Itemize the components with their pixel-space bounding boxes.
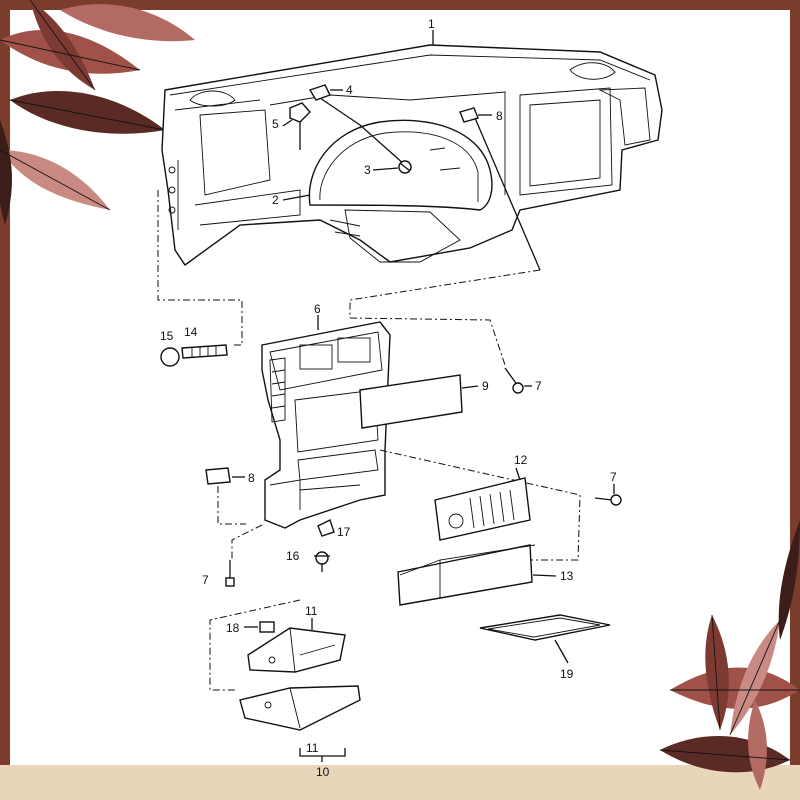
part-mat-19	[479, 614, 611, 641]
label-14: 14	[184, 325, 198, 339]
part-clip-4	[308, 84, 361, 126]
part-clip-8-lower	[205, 467, 246, 525]
label-8-top: 8	[496, 109, 503, 123]
leader-line-left	[157, 190, 243, 346]
label-5: 5	[272, 117, 279, 131]
label-7-left: 7	[202, 573, 209, 587]
part-box-11	[247, 627, 346, 673]
bottom-band	[0, 765, 800, 800]
leader-line-parts-11	[209, 599, 301, 691]
label-11-lower: 11	[306, 741, 319, 755]
label-7-right: 7	[610, 470, 617, 484]
label-16: 16	[286, 549, 300, 563]
label-9: 9	[482, 379, 489, 393]
label-8-lower: 8	[248, 471, 255, 485]
label-10: 10	[316, 765, 330, 779]
label-13: 13	[560, 569, 574, 583]
leaf-decoration-top-left	[0, 0, 195, 225]
part-clip-8-top	[459, 107, 541, 271]
part-screw-7-left	[225, 560, 235, 587]
part-panel-12	[434, 477, 531, 541]
label-2: 2	[272, 193, 279, 207]
leader-line-screw-7-left	[231, 524, 263, 560]
leader-lines	[232, 30, 615, 664]
part-clip-5	[289, 102, 311, 150]
leader-line-center	[349, 269, 541, 318]
label-6: 6	[314, 302, 321, 316]
part-screw-3	[359, 124, 412, 174]
label-17: 17	[337, 525, 351, 539]
part-bolt-14	[181, 344, 228, 359]
part-clip-18	[259, 621, 275, 633]
part-cap-15	[160, 347, 180, 367]
part-screw-7-right-mid	[594, 494, 622, 506]
part-plug-16	[315, 551, 329, 572]
label-1: 1	[428, 17, 435, 31]
label-3: 3	[364, 163, 371, 177]
label-11-upper: 11	[305, 604, 318, 618]
part-shelf-11	[239, 685, 361, 731]
leaf-decoration-bottom-right	[659, 520, 800, 790]
part-center-console	[261, 321, 391, 529]
label-19: 19	[560, 667, 574, 681]
part-faceplate-9	[359, 374, 479, 429]
leader-line-screw-7	[349, 317, 506, 366]
label-15: 15	[160, 329, 174, 343]
part-tray-13	[397, 544, 536, 606]
label-12: 12	[514, 453, 528, 467]
part-screw-7-right-top	[504, 367, 524, 394]
label-4: 4	[346, 83, 353, 97]
label-18: 18	[226, 621, 240, 635]
label-7-top: 7	[535, 379, 542, 393]
callout-labels: 1 2 3 4 5 6 7 7 7 8 8 9 10 11 11 12 13 1…	[160, 17, 617, 779]
part-clip-17	[317, 519, 335, 537]
